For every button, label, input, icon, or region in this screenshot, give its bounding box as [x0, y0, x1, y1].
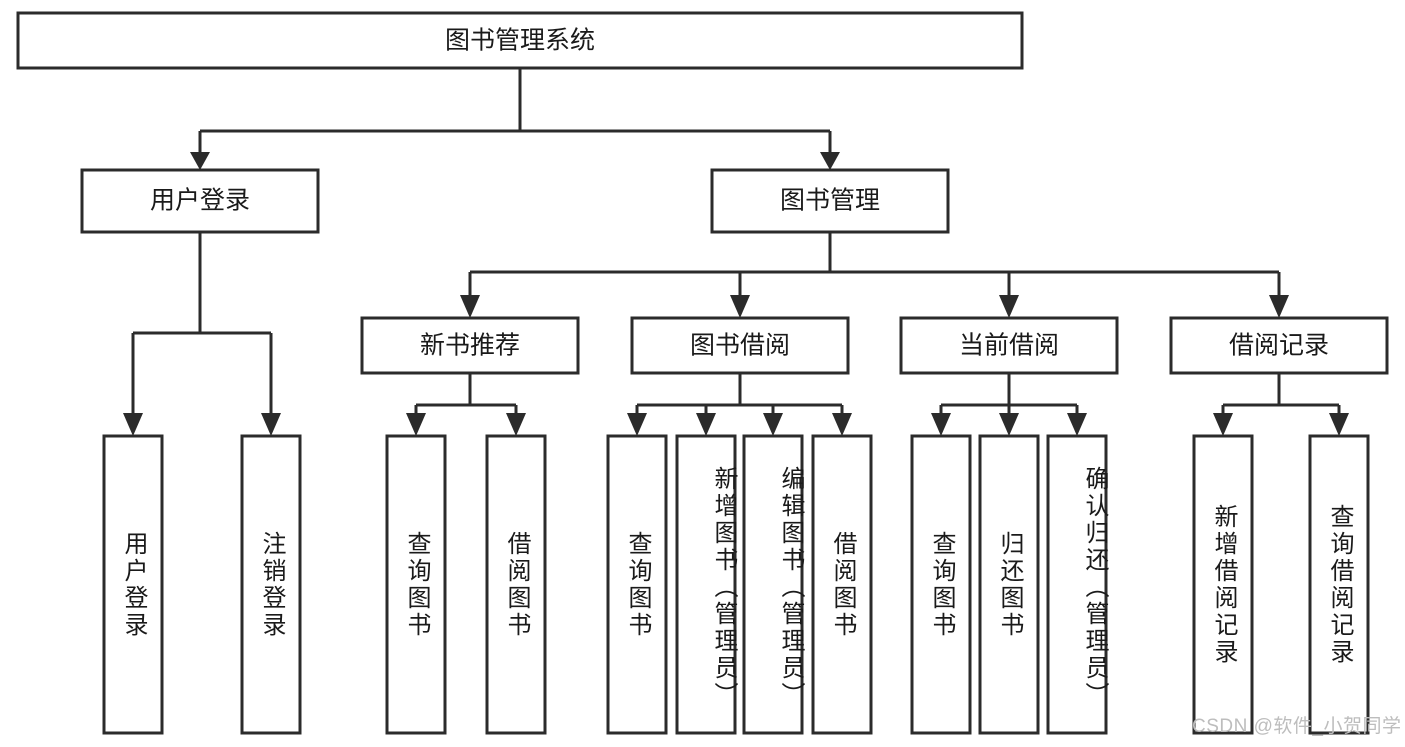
- node-leaf-query-book-3[interactable]: [910, 434, 972, 735]
- arrow-head-leaf-user-login: [123, 413, 143, 436]
- node-borrow-record-label: 借阅记录: [1229, 332, 1329, 360]
- node-leaf-query-book-2[interactable]: [606, 434, 668, 735]
- arrow-head-leaf-add-book: [696, 413, 716, 436]
- arrow-head-leaf-edit-book: [763, 413, 783, 436]
- arrow-head-book-borrow: [730, 295, 750, 318]
- arrow-head-leaf-return-book: [999, 413, 1019, 436]
- node-current-borrow[interactable]: [899, 316, 1119, 375]
- arrow-head-current-borrow: [999, 295, 1019, 318]
- arrow-head-leaf-logout: [261, 413, 281, 436]
- arrow-head-leaf-add-record: [1213, 413, 1233, 436]
- node-leaf-add-book[interactable]: [675, 434, 737, 735]
- node-leaf-return-book[interactable]: [978, 434, 1040, 735]
- node-book-mgmt-label: 图书管理: [780, 187, 880, 215]
- node-current-borrow-label: 当前借阅: [959, 332, 1059, 360]
- node-leaf-logout[interactable]: [240, 434, 302, 735]
- arrow-head-leaf-query-book-3: [931, 413, 951, 436]
- arrow-head-leaf-borrow-book-2: [832, 413, 852, 436]
- node-new-book-recommend[interactable]: [360, 316, 580, 375]
- node-root[interactable]: [16, 11, 1024, 70]
- arrow-head-new-book-recommend: [460, 295, 480, 318]
- node-book-borrow-label: 图书借阅: [690, 332, 790, 360]
- arrow-head-user-login: [190, 152, 210, 170]
- node-book-mgmt[interactable]: [710, 168, 950, 234]
- node-leaf-query-record[interactable]: [1308, 434, 1370, 735]
- connector-layer: [123, 68, 1349, 436]
- node-layer: 图书管理系统 用户登录 图书管理 新书推荐 图书借阅 当前借阅 借阅记录: [16, 11, 1389, 735]
- node-leaf-borrow-book-1[interactable]: [485, 434, 547, 735]
- node-leaf-add-record[interactable]: [1192, 434, 1254, 735]
- node-leaf-confirm-return[interactable]: [1046, 434, 1108, 735]
- node-leaf-borrow-book-2[interactable]: [811, 434, 873, 735]
- arrow-head-book-mgmt: [820, 152, 840, 170]
- arrow-head-borrow-record: [1269, 295, 1289, 318]
- node-book-borrow[interactable]: [630, 316, 850, 375]
- node-leaf-edit-book[interactable]: [742, 434, 804, 735]
- node-new-book-recommend-label: 新书推荐: [420, 332, 520, 360]
- node-user-login[interactable]: [80, 168, 320, 234]
- node-root-label: 图书管理系统: [445, 27, 595, 55]
- arrow-head-leaf-confirm-return: [1067, 413, 1087, 436]
- arrow-head-leaf-query-book-2: [627, 413, 647, 436]
- arrow-head-leaf-borrow-book-1: [506, 413, 526, 436]
- node-leaf-user-login[interactable]: [102, 434, 164, 735]
- node-leaf-query-book-1[interactable]: [385, 434, 447, 735]
- node-borrow-record[interactable]: [1169, 316, 1389, 375]
- arrow-head-leaf-query-record: [1329, 413, 1349, 436]
- csdn-watermark: CSDN @软件_小贺同学: [1192, 716, 1402, 737]
- node-user-login-label: 用户登录: [150, 187, 250, 215]
- arrow-head-leaf-query-book-1: [406, 413, 426, 436]
